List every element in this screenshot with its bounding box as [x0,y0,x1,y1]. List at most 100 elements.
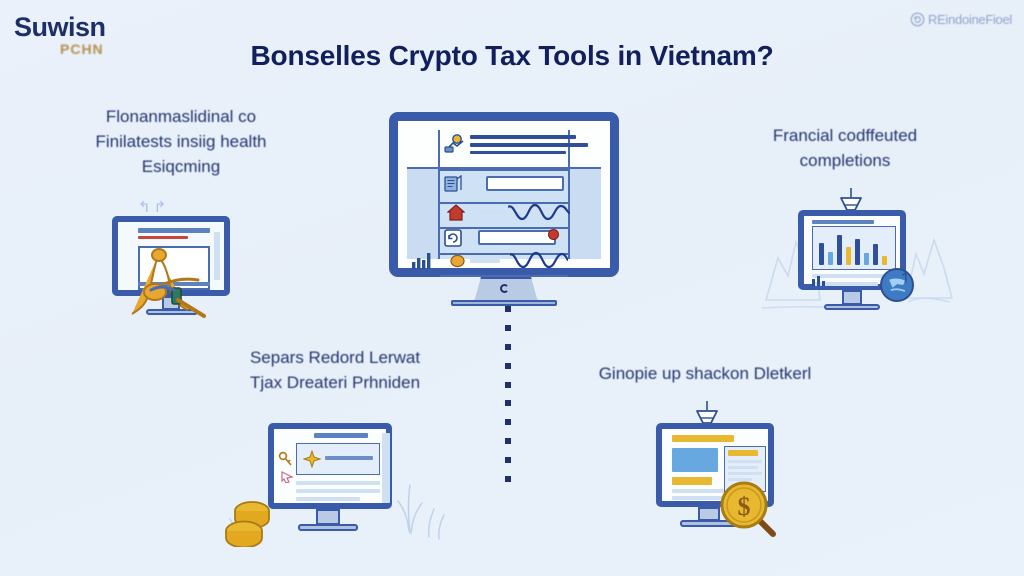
chart-bar [864,253,869,265]
screen-scrollbar[interactable] [214,232,220,280]
monitor-with-coins-illustration [220,415,460,560]
svg-text:$: $ [738,492,751,521]
text-input-field[interactable] [478,230,556,245]
caption-line: Tjax Dreateri Prhniden [249,372,421,392]
caption-line: Finilatests insiig health [95,131,267,151]
wave-chart-icon [508,203,570,221]
screen-sidebar-right [568,167,601,259]
screen-topbar-divider [407,167,601,169]
caption-top-right: Francial codffeuted completions [710,124,980,174]
sparkle-icon [303,450,321,468]
screen-titlebar [314,433,368,438]
panel-text-bar [728,478,752,481]
screen-text-bar [296,489,380,493]
brand-logo: Suwisn PCHN [14,14,224,66]
monitor-screen [389,112,619,277]
panel-text-bar [728,472,762,475]
connector-dot [505,306,511,312]
page-title: Bonselles Crypto Tax Tools in Vietnam? [250,40,774,71]
caption-line: completions [799,150,891,170]
screen-titlebar [138,228,210,233]
screen-highlight-bar [672,435,734,442]
monitor-screen [268,423,392,509]
caption-top-left: Flonanmaslidinal co Finilatests insiig h… [36,105,326,180]
content-row-divider [440,169,568,171]
connector-dot [505,457,511,464]
row-label-bar [470,259,500,263]
screen-highlight-bar [672,477,712,485]
caption-line: Ginopie up shackon Dletkerl [598,364,812,383]
content-row-divider [440,275,568,277]
screen-text-bar [812,274,896,278]
chart-bar [882,256,887,265]
chart-bar [846,247,851,265]
monitor-stand [316,509,340,525]
cursor-icon [281,471,294,483]
status-dot [548,229,559,240]
monitor-stand [698,507,720,521]
brand-logo-tagline: PCHN [60,41,104,57]
connector-dot [505,400,511,407]
circle-arrow-icon [910,12,925,27]
caption-line: Flonanmaslidinal co [105,107,257,126]
monitor-stand [842,290,862,305]
content-row-divider [440,227,568,229]
panel-highlight-bar [728,450,758,456]
caption-bottom-left: Separs Redord Lerwat Tjax Dreateri Prhni… [190,346,480,396]
user-badge-icon [444,134,464,153]
central-dashboard-monitor [389,112,619,307]
caption-bottom-right: Ginopie up shackon Dletkerl [545,362,865,387]
monitor-power-indicator [500,284,509,293]
monitor-with-figure-illustration: ↰↱ [100,200,250,322]
connector-dot [505,343,511,350]
header-text-bar [470,143,588,147]
monitor-screen [798,210,906,290]
chart-bar [819,243,824,265]
header-text-bar [470,135,576,139]
panel-text-bar [728,460,762,463]
content-row-divider [440,253,568,255]
monitor-base [824,304,880,310]
connector-dot [505,438,511,445]
connector-dot [505,324,511,331]
coin-icon [450,254,465,268]
dialog-text-bar [325,456,373,460]
watermark: REindoineFioel [910,12,1012,27]
monitor-with-chart-and-globe-illustration [758,188,958,325]
mini-bar-chart-icon [812,276,825,286]
connector-dot [505,381,511,388]
monitor-base [298,524,358,531]
chart-bar [837,235,842,265]
connector-dot [505,476,511,482]
chart-bar [873,244,878,265]
monitor-with-dollar-magnifier-illustration: $ [640,401,820,550]
chart-bar [855,239,860,265]
panel-text-bar [728,466,758,469]
screen-text-bar [296,481,380,485]
document-icon [444,175,462,192]
wave-chart-icon [510,251,568,269]
screen-text-bar [812,282,878,286]
connector-dot [505,362,511,369]
brand-logo-name: Suwisn [14,12,106,42]
screen-sidebar-left [407,167,438,259]
caption-line: Francial codffeuted [772,126,918,145]
search-input-field[interactable] [486,176,564,191]
dollar-magnifier-icon: $ [720,481,776,537]
person-figure-illustration [131,248,206,318]
chart-panel [812,226,896,270]
row-label-bar [474,210,506,214]
dashed-vertical-connector [505,306,511,482]
screen-divider-left [438,130,440,259]
screen-text-bar [296,497,360,501]
bar-chart-icon [412,253,431,269]
caption-line: Separs Redord Lerwat [249,348,421,367]
refresh-icon [444,229,462,247]
caption-line: Esiqcming [141,156,221,176]
screen-text-bar [672,489,734,493]
screen-titlebar [812,220,874,224]
chart-bar [828,252,833,265]
screen-accent-bar [138,236,188,239]
key-icon [278,451,292,466]
